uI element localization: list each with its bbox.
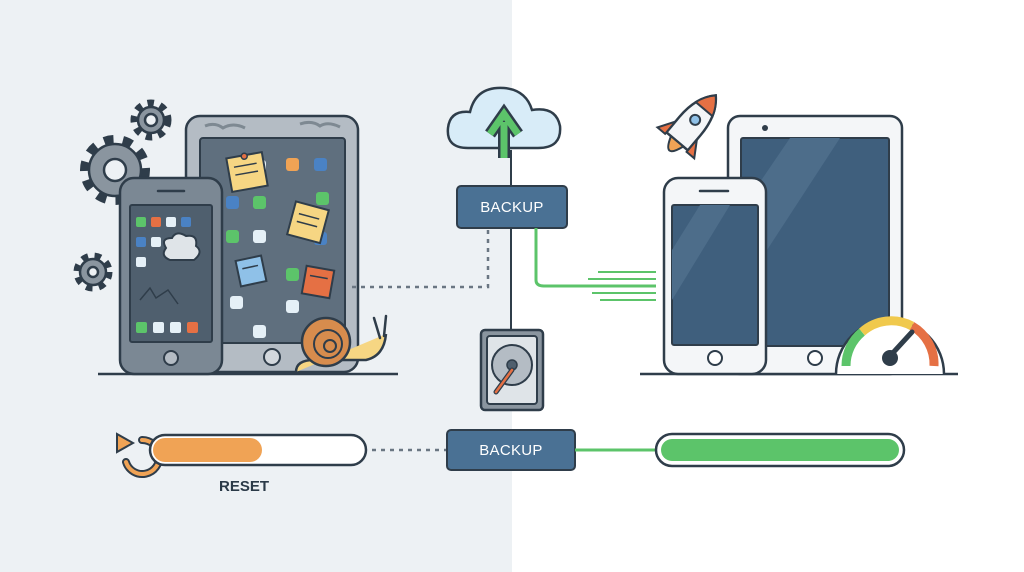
old-phone xyxy=(118,176,224,376)
speedometer-icon xyxy=(834,316,946,375)
hard-drive-icon xyxy=(479,328,545,412)
gear-icon xyxy=(73,252,113,292)
cloud-upload-icon xyxy=(446,86,562,158)
sticky-note-icon xyxy=(300,264,336,300)
backup-label-top: BACKUP xyxy=(480,198,544,216)
sticky-note-icon xyxy=(225,150,269,194)
dotted-connector-top xyxy=(352,228,490,289)
green-connector-top xyxy=(534,228,656,288)
rocket-icon xyxy=(655,94,718,161)
reset-label: RESET xyxy=(218,478,269,495)
snail-icon xyxy=(294,314,388,373)
sticky-note-icon xyxy=(234,254,268,288)
backup-label-bottom: BACKUP xyxy=(479,441,543,459)
new-phone xyxy=(662,176,768,376)
reset-progress-fill xyxy=(153,438,262,462)
backup-progress-fill xyxy=(661,439,899,461)
new-tablet xyxy=(726,114,904,376)
gear-icon xyxy=(130,99,172,141)
sticky-note-icon xyxy=(285,200,331,245)
